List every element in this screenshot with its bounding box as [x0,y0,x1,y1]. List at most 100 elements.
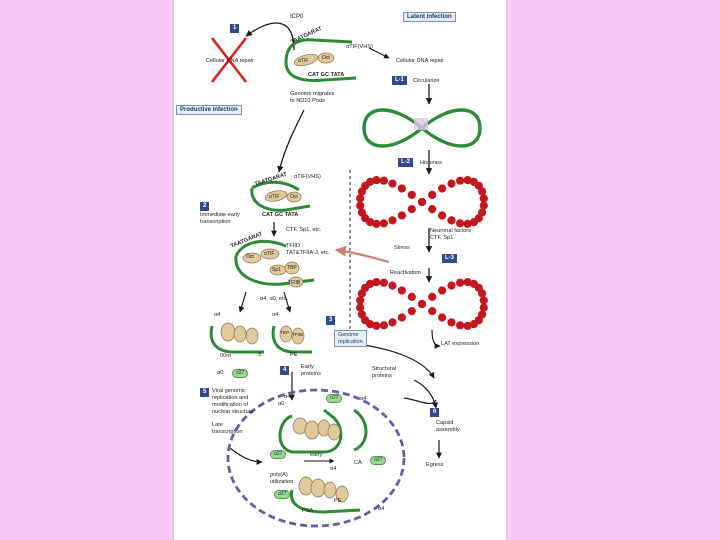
capsid-assembly-label-2: assembly [436,427,460,434]
ctf-sp1-label: CTF, Sp1 [430,235,453,242]
histone-bead [380,177,388,185]
histone-bead [464,278,472,286]
a4-nucleus-label-4: α4 [378,506,384,513]
oct-label: Oct [322,55,330,62]
histone-bead [480,296,488,304]
histone-bead [428,293,436,301]
neuronal-factors-label: Neuronal factors [430,228,471,235]
histone-bead [388,180,396,188]
psa-label: PSA [302,508,313,515]
stage-l3-badge: L-3 [442,254,457,263]
histone-bead [398,313,406,321]
histone-bead [478,208,486,216]
egress-label: Egress [426,462,443,469]
histone-bead [447,282,455,290]
poly-a-label-1: poly(A) [270,472,288,479]
histone-bead [438,313,446,321]
tat-tfiia-label: TAT&TFIIA-J, etc. [286,250,330,257]
cat-gc-tata-label: CAT GC TATA [308,72,344,79]
a4-right-label: α4 [272,312,278,319]
stage-3-badge: 3 [326,316,335,325]
figure-panel: ICP0 Latent infection 1 Cellular DNA rep… [173,0,507,540]
histone-bead [438,286,446,294]
histone-bead [356,202,364,210]
icp0-arrow [246,23,294,50]
oont-label: 00nt [220,353,231,360]
circular-lat-region [414,118,428,130]
cat-gc-tata-label-2: CAT GC TATA [262,212,298,219]
viral-genomic-label-3: modification of [212,402,248,409]
histone-bead [478,310,486,318]
capsid-arrow [414,380,436,408]
early-protein-l3 [246,328,258,344]
tif-label: αTIF [298,58,308,65]
replicating-genome-2 [354,410,366,450]
chromatin-histones-latent [356,278,488,330]
tbp-label: TBP [287,265,297,272]
immediate-early-label-2: transcription [200,219,230,226]
tx-arrow-left [240,292,246,312]
stage-2-badge: 2 [200,202,209,211]
histone-bead [447,180,455,188]
histone-bead [358,208,366,216]
histone-bead [408,307,416,315]
a27-pill-nucleus-1: α27 [326,394,342,403]
chromatin-histones [356,176,488,228]
histone-bead [398,286,406,294]
histone-bead [438,211,446,219]
a4-a0-etc-label: α4, α0, etc. [260,296,288,303]
histone-bead [388,282,396,290]
a27-pill: α27 [232,369,248,378]
early-label: early [310,452,322,459]
histone-bead [356,296,364,304]
immediate-early-label-1: Immediate early [200,212,240,219]
histone-bead [388,318,396,326]
early-proteins-label-1: Early [301,364,314,371]
ctf-sp1-etc-label: CTF, Sp1, etc. [286,227,321,234]
a4-nucleus-label-3: α4 [330,466,336,473]
oct-label-2: Oct [290,194,298,201]
histone-bead [356,304,364,312]
histone-bead [428,307,436,315]
histone-bead [438,184,446,192]
pe-label: PE [290,352,297,359]
histone-bead [418,198,426,206]
a27-pill-nucleus-4: α27 [274,490,290,499]
histone-bead [447,216,455,224]
histone-bead [456,321,464,329]
tbp-label-2: TBP [280,330,289,337]
histone-bead [480,194,488,202]
cellular-dna-repair-left-label: Cellular DNA repair [206,58,254,65]
histone-bead [456,279,464,287]
viral-genomic-label-1: Viral genomic [212,388,246,395]
late-protein-2 [311,479,325,497]
lat-expression-label: LAT expression [441,341,479,348]
histone-bead [398,184,406,192]
histone-bead [388,216,396,224]
tif-label-2: αTIF [269,194,279,201]
histone-bead [380,279,388,287]
histone-bead [418,300,426,308]
poly-a-label-2: utilization [270,479,293,486]
histone-bead [480,202,488,210]
histone-bead [464,176,472,184]
ca-label: CA [354,460,362,467]
histone-bead [372,278,380,286]
vtif-vhs-label: αTIF(VHS) [346,44,373,51]
structural-proteins-label-1: Structural [372,366,396,373]
genome-replication-label-1: Genome [338,332,359,338]
stress-label: Stress [394,245,410,252]
tfiid-label: TFIID [286,243,300,250]
late-protein-3 [324,482,336,498]
genome-migrates-label-2: to ND10 Pods [290,98,325,105]
a27-pill-nucleus-2: α27 [270,450,286,459]
oct-label-3: Oct [246,254,254,261]
histone-bead [428,205,436,213]
histone-bead [428,191,436,199]
histone-bead [398,211,406,219]
histone-bead [380,321,388,329]
histone-bead [358,310,366,318]
histone-bead [447,318,455,326]
capsid-assembly-label-1: Capsid [436,420,453,427]
